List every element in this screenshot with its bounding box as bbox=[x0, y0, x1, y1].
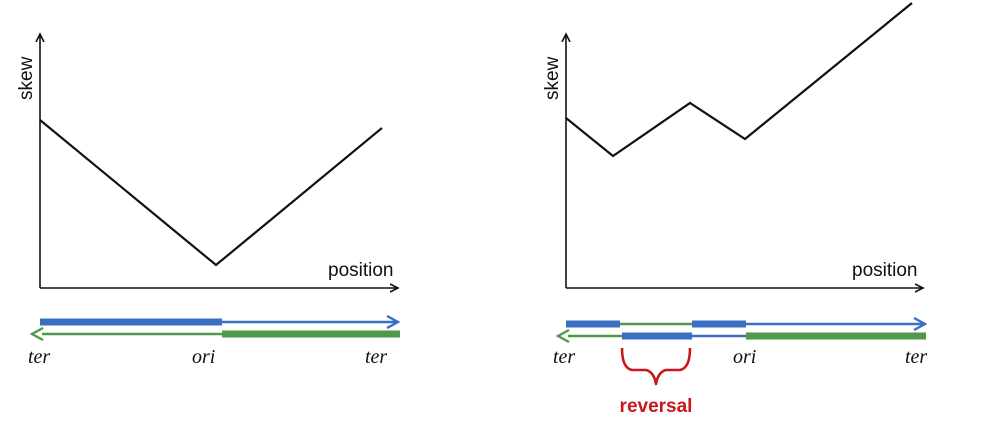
right-y-axis-label: skew bbox=[542, 56, 563, 100]
right-x-axis-label: position bbox=[852, 260, 918, 281]
left-skew-curve bbox=[39, 119, 383, 267]
right-panel: skew position ter ori ter reversal bbox=[542, 2, 927, 417]
left-panel: skew position ter ori ter bbox=[16, 35, 400, 368]
right-ori-label: ori bbox=[733, 346, 756, 368]
left-ter-label-end: ter bbox=[365, 346, 387, 368]
left-ori-label: ori bbox=[192, 346, 215, 368]
reversal-brace bbox=[620, 347, 692, 386]
left-ter-label-start: ter bbox=[28, 346, 50, 368]
right-ter-label-end: ter bbox=[905, 346, 927, 368]
right-skew-curve bbox=[565, 2, 913, 158]
right-ter-label-start: ter bbox=[553, 346, 575, 368]
reversal-label: reversal bbox=[620, 396, 693, 417]
left-x-axis-label: position bbox=[328, 260, 394, 281]
left-y-axis-label: skew bbox=[16, 56, 37, 100]
